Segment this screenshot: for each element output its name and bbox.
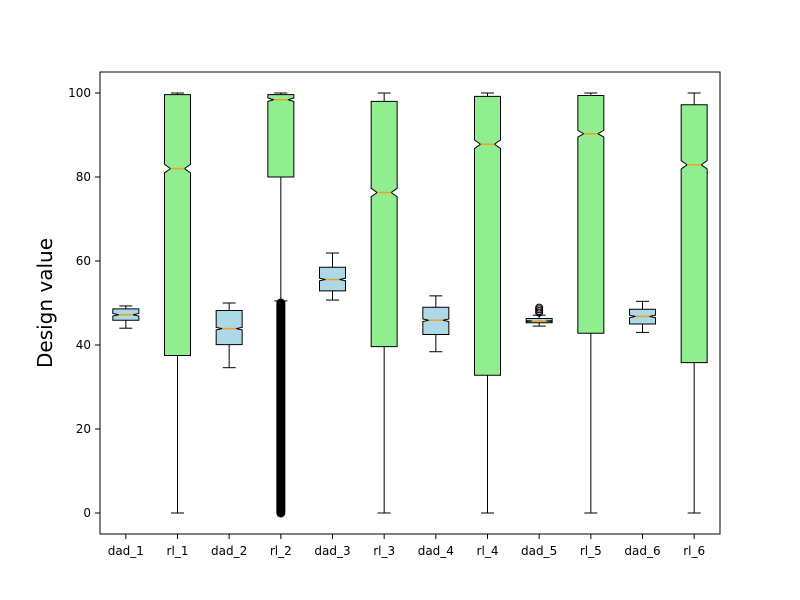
x-tick-label: dad_1 <box>108 544 144 558</box>
box-rl_5 <box>577 92 605 514</box>
box-rl_4 <box>474 92 501 514</box>
x-tick-label: rl_6 <box>683 544 705 558</box>
x-tick-label: rl_4 <box>477 544 499 558</box>
x-tick-label: rl_5 <box>580 544 602 558</box>
y-tick-label: 0 <box>83 506 91 520</box>
box-dad_1 <box>112 305 140 329</box>
box-dad_2 <box>215 302 243 369</box>
x-tick-label: dad_5 <box>521 544 557 558</box>
y-tick-label: 40 <box>76 338 91 352</box>
x-axis: dad_1 rl_1 dad_2 rl_2 dad_3 rl_3 dad_4 rl_4 dad_… <box>108 534 705 558</box>
x-tick-label: rl_2 <box>270 544 292 558</box>
box-dad_5 <box>525 303 553 327</box>
y-tick-label: 100 <box>68 86 91 100</box>
box-dad_6 <box>629 300 656 333</box>
axes-frame <box>99 71 721 535</box>
y-axis: 0 20 40 60 80 100 <box>68 86 100 520</box>
x-tick-label: rl_1 <box>167 544 189 558</box>
box-dad_3 <box>319 252 346 301</box>
box-body <box>474 95 501 376</box>
box-body <box>164 94 191 356</box>
x-tick-label: dad_6 <box>624 544 660 558</box>
box-body <box>267 94 295 178</box>
plot-area <box>112 92 708 518</box>
x-tick-label: rl_3 <box>373 544 395 558</box>
y-tick-label: 20 <box>76 422 91 436</box>
box-body <box>577 95 605 334</box>
box-rl_1 <box>164 92 191 514</box>
outlier-point <box>535 303 544 312</box>
box-rl_2 <box>267 92 295 518</box>
box-dad_4 <box>422 295 450 353</box>
x-tick-label: dad_4 <box>418 544 454 558</box>
box-body <box>215 310 243 346</box>
y-tick-label: 60 <box>76 254 91 268</box>
x-tick-label: dad_3 <box>314 544 350 558</box>
box-body <box>370 100 398 348</box>
box-rl_6 <box>680 92 708 514</box>
y-tick-label: 80 <box>76 170 91 184</box>
box-body <box>680 104 708 364</box>
box-rl_3 <box>370 92 398 514</box>
x-tick-label: dad_2 <box>211 544 247 558</box>
y-axis-label: Design value <box>33 238 57 368</box>
